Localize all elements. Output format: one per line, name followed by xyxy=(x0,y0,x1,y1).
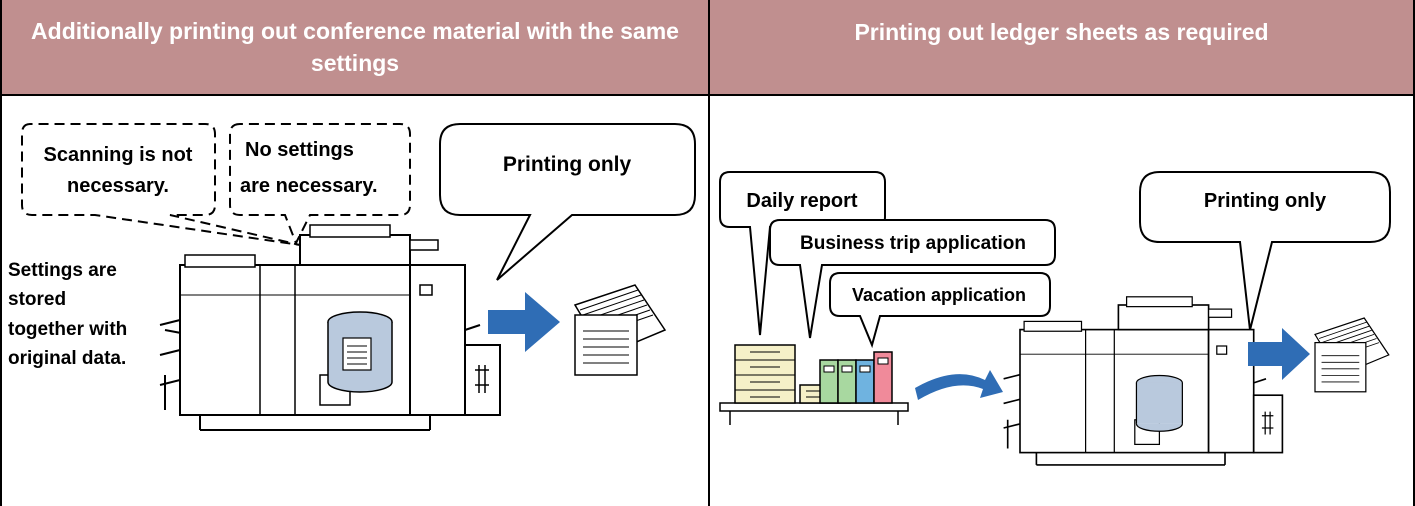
bubble-vacation-text: Vacation application xyxy=(852,285,1026,305)
document-stack-left xyxy=(574,284,666,376)
left-panel-header: Additionally printing out conference mat… xyxy=(2,0,708,96)
printer-right xyxy=(1002,295,1284,466)
speech-bubble-scanning: Scanning is not necessary. xyxy=(21,123,301,246)
bubble-printing-right-text: Printing only xyxy=(1204,190,1327,212)
arrow-right-output xyxy=(1248,328,1310,380)
bubble-scanning-line2: necessary. xyxy=(67,175,169,197)
bubble-daily-text: Daily report xyxy=(746,190,857,212)
bubble-settings-line1: No settings xyxy=(245,139,354,161)
caption-settings-stored: Settings are stored together with origin… xyxy=(8,260,127,369)
bubble-trip-text: Business trip application xyxy=(800,233,1026,254)
speech-bubble-vacation: Vacation application xyxy=(829,272,1051,349)
right-panel: Printing out ledger sheets as required xyxy=(708,0,1415,506)
bubble-printing-left-text: Printing only xyxy=(503,153,632,176)
left-panel: Additionally printing out conference mat… xyxy=(0,0,710,506)
bubble-settings-line2: are necessary. xyxy=(240,175,378,197)
speech-bubble-printing-right: Printing only xyxy=(1139,171,1391,331)
speech-bubble-printing-left: Printing only xyxy=(439,123,696,281)
speech-bubble-daily-report: Daily report xyxy=(719,171,886,336)
right-panel-header: Printing out ledger sheets as required xyxy=(710,0,1413,96)
speech-bubble-business-trip: Business trip application xyxy=(769,219,1056,339)
document-shelf xyxy=(719,344,909,425)
speech-bubble-settings: No settings are necessary. xyxy=(229,123,411,246)
bubble-scanning-line1: Scanning is not xyxy=(44,144,193,166)
printer-left xyxy=(159,224,501,431)
svg-text:stored: stored xyxy=(8,289,66,310)
arrow-left-output xyxy=(488,292,560,352)
svg-text:together with: together with xyxy=(8,319,127,340)
svg-text:original data.: original data. xyxy=(8,348,126,369)
document-stack-right xyxy=(1314,317,1390,393)
svg-text:Settings are: Settings are xyxy=(8,260,117,281)
arrow-right-curved xyxy=(915,370,1003,400)
